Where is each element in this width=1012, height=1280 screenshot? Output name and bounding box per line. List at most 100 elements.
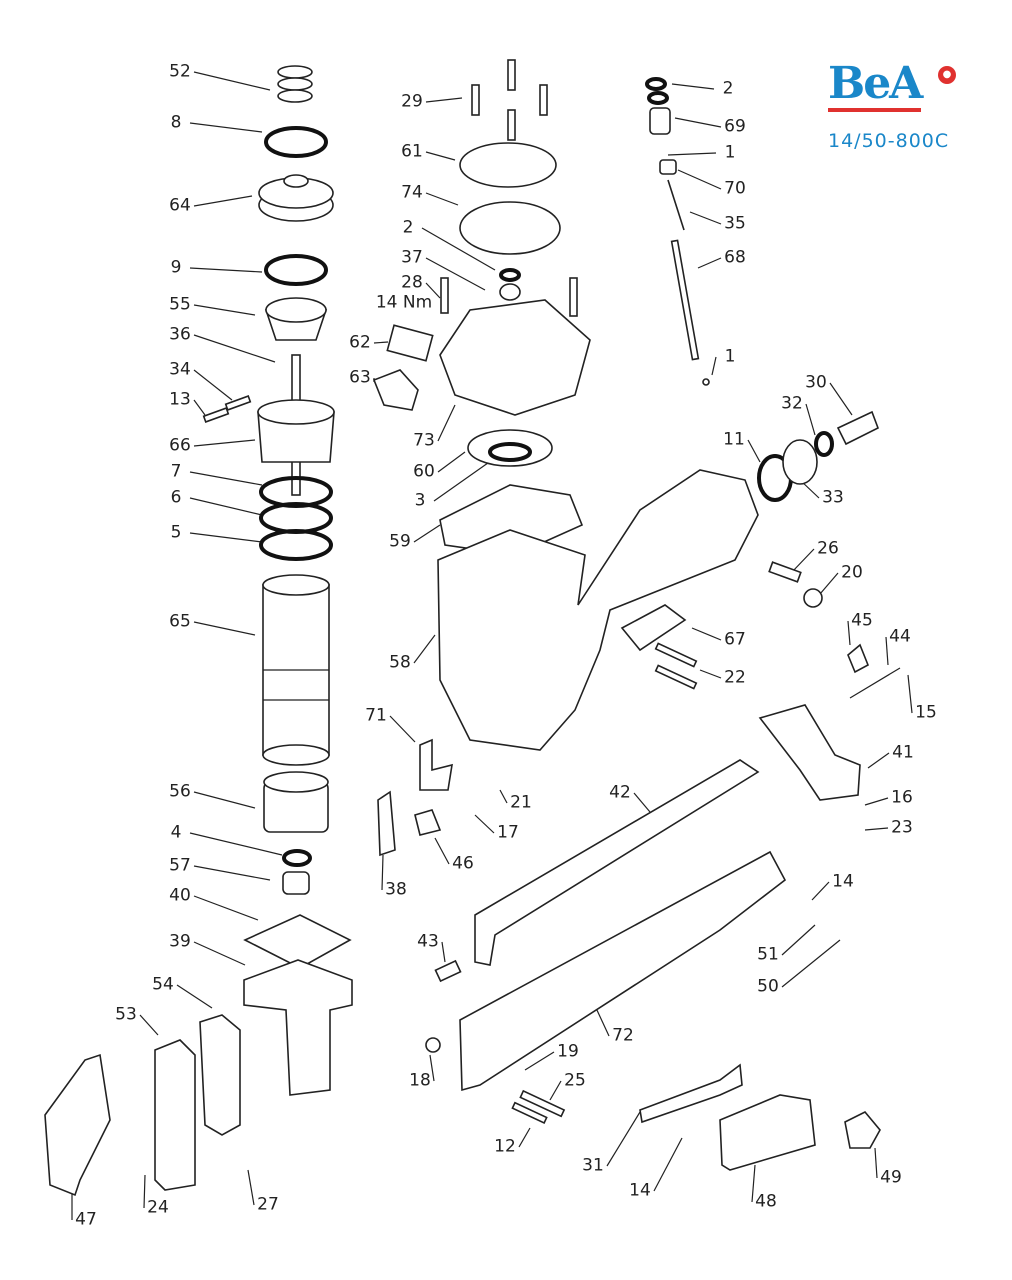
o-ring-8: [264, 126, 328, 158]
cylinder-65: [262, 574, 330, 766]
leader-line: [847, 620, 851, 646]
leader-line: [421, 227, 496, 271]
leader-line: [189, 471, 263, 486]
leader-line: [674, 117, 722, 128]
part-label: 1: [724, 346, 736, 367]
part-label: 25: [564, 1070, 586, 1091]
part-label: 34: [169, 359, 191, 380]
leader-line: [413, 634, 436, 664]
screw-26: [768, 561, 802, 583]
leader-line: [781, 939, 841, 988]
leader-line: [381, 854, 384, 891]
part-label: 42: [609, 782, 631, 803]
part-label: 56: [169, 781, 191, 802]
part-label: 63: [349, 367, 371, 388]
leader-line: [373, 341, 389, 344]
part-label: 27: [257, 1194, 279, 1215]
part-label: 68: [724, 247, 746, 268]
part-label: 71: [365, 705, 387, 726]
leader-line: [189, 832, 283, 856]
leader-line: [193, 439, 256, 447]
gasket-40: [243, 914, 352, 969]
washer-20: [803, 588, 823, 608]
part-label: 62: [349, 332, 371, 353]
pin-44: [849, 667, 901, 699]
part-label: 5: [170, 522, 182, 543]
part-label: 50: [757, 976, 779, 997]
brand-mark-icon: ●: [938, 66, 956, 84]
screw-28: [440, 277, 449, 314]
pin-13: [202, 407, 230, 423]
leader-line: [189, 122, 263, 133]
leader-line: [143, 1174, 146, 1209]
part-label: 53: [115, 1004, 137, 1025]
leader-line: [193, 865, 271, 881]
leader-line: [193, 895, 259, 921]
part-label: 12: [494, 1136, 516, 1157]
part-label: 59: [389, 531, 411, 552]
part-label: 2: [722, 78, 734, 99]
valve-stack: [645, 77, 710, 386]
leader-line: [425, 257, 486, 291]
leader-line: [653, 1137, 683, 1192]
leader-line: [829, 382, 853, 416]
pin-43: [434, 959, 462, 983]
air-fitting-30: [836, 410, 880, 446]
housing-58: [437, 469, 759, 751]
fitting-33: [782, 439, 818, 485]
bumper-66: [257, 399, 335, 463]
part-label: 22: [724, 667, 746, 688]
leader-line: [139, 1014, 159, 1036]
leader-line: [429, 1054, 435, 1082]
part-label: 18: [409, 1070, 431, 1091]
leader-line: [389, 715, 416, 743]
leader-line: [176, 984, 213, 1009]
leader-line: [751, 1164, 756, 1203]
part-label: 33: [822, 487, 844, 508]
leader-line: [193, 304, 256, 316]
part-label: 32: [781, 393, 803, 414]
guide-56: [263, 771, 329, 833]
piston-64: [258, 174, 334, 222]
leader-line: [247, 1169, 255, 1206]
o-ring-2: [499, 268, 521, 282]
part-label: 48: [755, 1191, 777, 1212]
part-label: 23: [891, 817, 913, 838]
pin-12: [511, 1101, 548, 1124]
leader-line: [193, 334, 276, 363]
part-label: 21: [510, 792, 532, 813]
part-label: 4: [170, 822, 182, 843]
magazine-72: [459, 850, 787, 1092]
part-label: 41: [892, 742, 914, 763]
leader-lines: [71, 71, 913, 1220]
leader-line: [885, 636, 889, 666]
leader-line: [781, 924, 816, 956]
nut-18: [425, 1037, 441, 1053]
leader-line: [425, 97, 463, 103]
part-label: 1: [724, 142, 736, 163]
part-label: 40: [169, 885, 191, 906]
part-label: 30: [805, 372, 827, 393]
part-label: 73: [413, 430, 435, 451]
bracket-47: [44, 1053, 111, 1197]
leader-line: [441, 941, 446, 963]
leader-line: [671, 83, 715, 90]
nose-39: [243, 959, 353, 1096]
leader-line: [874, 1147, 878, 1179]
cover-74: [459, 201, 561, 255]
washer-32: [814, 431, 834, 457]
o-ring-9: [264, 254, 328, 286]
part-label: 70: [724, 178, 746, 199]
leader-line: [193, 71, 271, 91]
leader-line: [193, 791, 256, 809]
screws-22: [654, 642, 698, 690]
part-label: 35: [724, 213, 746, 234]
latch-38: [377, 790, 396, 857]
plate-53: [154, 1039, 196, 1191]
leader-line: [677, 169, 722, 190]
leader-line: [819, 572, 839, 595]
part-label: 16: [891, 787, 913, 808]
part-label: 49: [880, 1167, 902, 1188]
leader-line: [413, 524, 441, 543]
part-label: 9: [170, 257, 182, 278]
